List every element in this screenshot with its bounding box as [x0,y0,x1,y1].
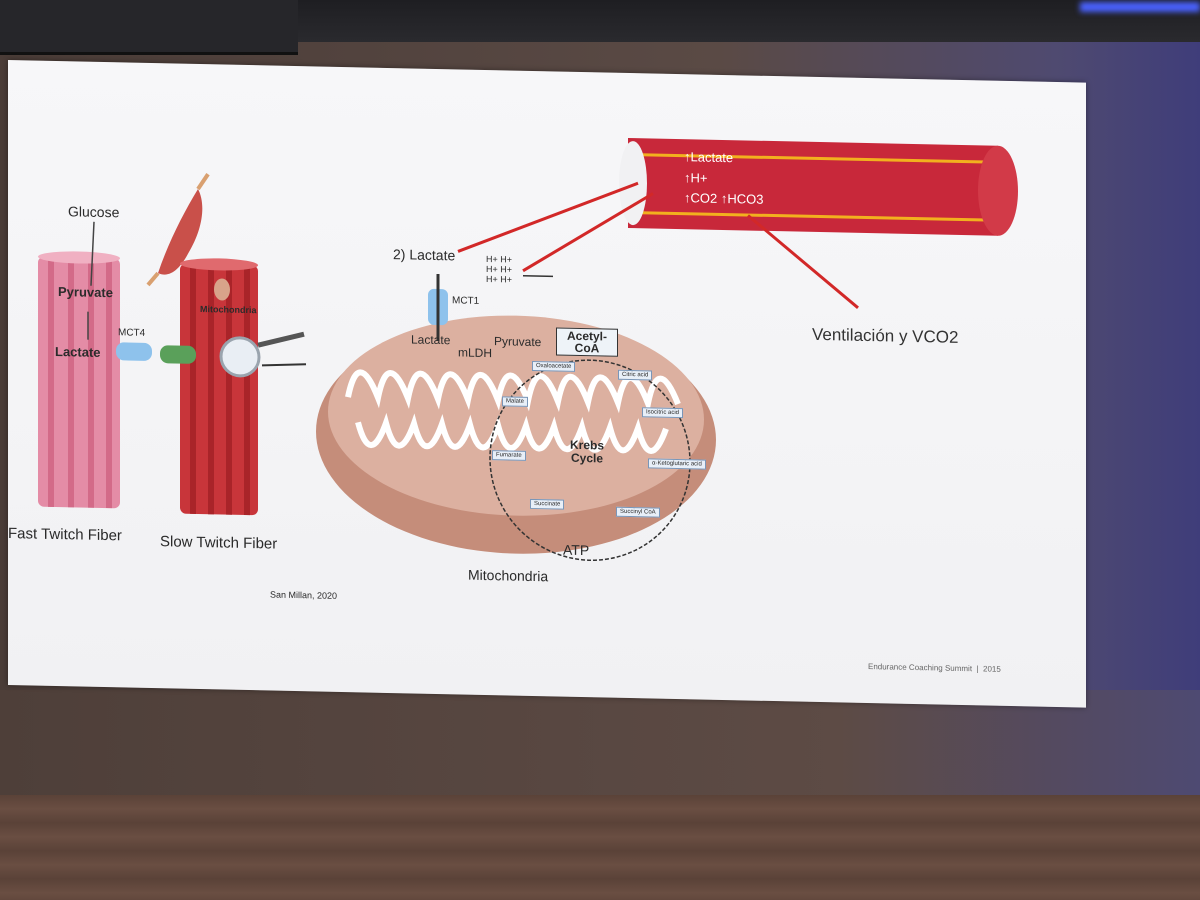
zoom-arrow [261,363,307,367]
atp-label: ATP [563,541,590,559]
ventilation-arrow [747,214,859,309]
mct4-label: MCT4 [118,327,146,339]
krebs-node: Isocitric acid [642,407,684,419]
projected-slide: Glucose Pyruvate Lactate MCT4 Mitochondr… [8,60,1086,708]
krebs-node: Succinyl CoA [616,506,660,518]
h-ion-row: H+ H+ [486,254,513,265]
citation-label: San Millan, 2020 [270,589,338,601]
green-transporter [160,345,196,364]
lower-wall [0,690,1200,800]
vessel-h-label: ↑H+ [684,170,708,186]
wooden-floor [0,795,1200,900]
mct1-label: MCT1 [452,295,480,307]
mct4-transporter [116,342,152,361]
h-ion-row: H+ H+ [486,274,513,285]
vessel-h-text: H+ [690,170,708,186]
mitochondria-small-label: Mitochondria [200,304,257,316]
krebs-cycle-label: Krebs Cycle [570,437,605,466]
vessel-lactate-label: ↑Lactate [684,149,734,166]
h-ion-row: H+ H+ [486,264,513,275]
vessel-co2-label: ↑CO2 ↑HCO3 [684,190,764,207]
vessel-lactate-text: Lactate [690,149,734,166]
muscle-icon [146,173,210,287]
lactate-2-label: 2) Lactate [393,246,456,264]
glucose-label: Glucose [68,203,120,221]
vessel-co2-text: CO2 [690,190,718,206]
ceiling-panel [0,0,298,55]
slow-twitch-fiber-label: Slow Twitch Fiber [160,533,278,553]
mitochondrion-graphic [316,315,716,554]
slow-twitch-fiber-graphic [180,258,258,516]
lactate-fiber-label: Lactate [55,343,101,360]
ventilation-label: Ventilación y VCO2 [812,324,959,347]
krebs-node: Citric acid [618,369,653,381]
krebs-node: Malate [502,396,529,407]
glucose-arrow [90,221,95,286]
krebs-node: Fumarate [492,450,526,461]
lactate-inner-label: Lactate [411,332,451,348]
fast-twitch-fiber-graphic [38,251,120,509]
magnifier-icon [219,331,305,378]
blood-vessel-graphic [619,137,1018,236]
krebs-node: α-Ketoglutaric acid [648,458,706,470]
mitochondria-caption: Mitochondria [468,566,549,585]
h-ions-group: H+ H+ H+ H+ H+ H+ [486,254,512,285]
krebs-node: Succinate [530,498,565,510]
pyruvate-fiber-label: Pyruvate [58,284,113,301]
h-to-blood-arrow [522,192,654,273]
acetyl-coa-box: Acetyl- CoA [556,327,619,357]
pyruvate-inner-label: Pyruvate [494,334,542,350]
krebs-node: Oxaloacetate [532,360,576,372]
vessel-hco3-text: HCO3 [727,191,764,207]
lactate-to-blood-arrow [457,181,639,253]
slide-graphics [38,137,1018,561]
h-ion-arrow [523,275,553,278]
mldh-label: mLDH [458,345,493,361]
ceiling-light [1080,2,1200,12]
fast-twitch-fiber-label: Fast Twitch Fiber [8,525,122,545]
